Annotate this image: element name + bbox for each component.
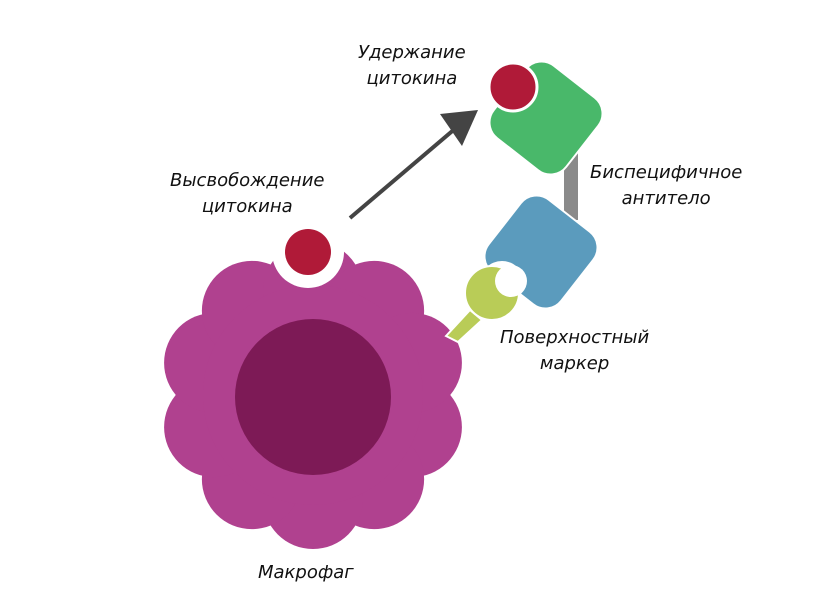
- macrophage-nucleus: [235, 319, 391, 475]
- arrow-head: [440, 110, 478, 146]
- label-cytokine-retention: Удержание цитокина: [358, 40, 466, 92]
- label-line: Поверхностный: [500, 327, 650, 348]
- retained-cytokine: [487, 61, 539, 113]
- label-line: Биспецифичное: [590, 162, 743, 183]
- label-line: Удержание: [358, 42, 466, 63]
- release-arrow: [348, 113, 474, 220]
- surface-marker: [444, 265, 527, 344]
- label-line: цитокина: [366, 68, 458, 89]
- label-macrophage: Макрофаг: [258, 562, 354, 583]
- label-surface-marker: Поверхностный маркер: [500, 325, 649, 377]
- label-line: Высвобождение: [170, 170, 325, 191]
- label-bispecific-antibody: Биспецифичное антитело: [590, 160, 742, 212]
- label-line: маркер: [539, 353, 610, 374]
- label-line: антитело: [621, 188, 711, 209]
- label-line: цитокина: [201, 196, 293, 217]
- antibody-linker: [564, 150, 578, 220]
- released-cytokine: [272, 216, 344, 288]
- label-cytokine-release: Высвобождение цитокина: [170, 168, 324, 220]
